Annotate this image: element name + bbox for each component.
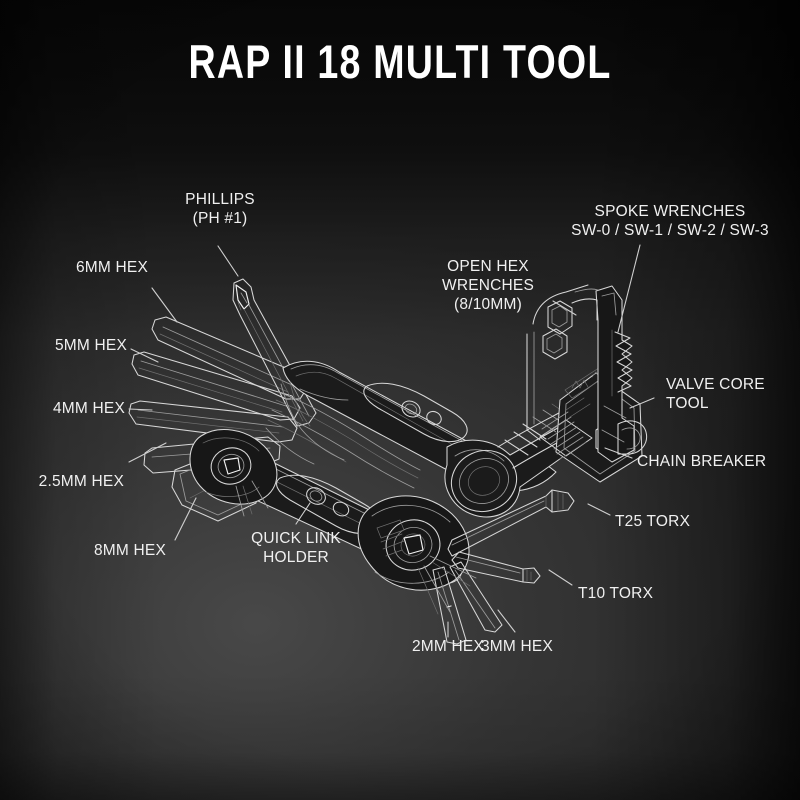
callout-hex-3mm-line1: 3MM HEX xyxy=(480,638,554,655)
callout-chain-breaker-line1: CHAIN BREAKER xyxy=(637,453,767,470)
hex-key-5mm-shape xyxy=(131,351,301,421)
callout-torx-t25-line1: T25 TORX xyxy=(615,513,691,530)
callout-hex-5mm-line1: 5MM HEX xyxy=(54,337,127,354)
leader-hex-3mm xyxy=(497,609,516,633)
callout-phillips: PHILLIPS (PH #1) xyxy=(120,190,320,228)
callout-hex-4mm: 4MM HEX xyxy=(0,399,125,418)
callout-phillips-line1: PHILLIPS xyxy=(185,191,255,208)
hex-key-4mm-shape xyxy=(128,400,298,443)
callout-open-hex: OPEN HEX WRENCHES (8/10MM) xyxy=(420,257,556,314)
leader-torx-t25 xyxy=(587,503,611,516)
callout-hex-6mm-line1: 6MM HEX xyxy=(75,259,148,276)
leader-hex-5mm xyxy=(130,348,159,363)
torx-t25-shape xyxy=(447,489,575,557)
left-pivot-hub xyxy=(189,429,278,505)
leader-chain-breaker xyxy=(604,447,633,459)
hex-key-3mm-shape xyxy=(449,561,503,633)
leader-hex-4mm xyxy=(128,408,153,411)
callout-hex-8mm-line1: 8MM HEX xyxy=(93,542,167,559)
leader-quick-link xyxy=(295,502,311,525)
hub-radiating-shafts xyxy=(417,555,477,615)
hex-key-2mm-shape xyxy=(432,566,467,645)
chain-breaker-screw xyxy=(539,411,593,460)
valve-core-tool-shape xyxy=(617,420,648,455)
callout-hex-2mm-line1: 2MM HEX xyxy=(411,638,485,655)
callout-torx-t10-line1: T10 TORX xyxy=(578,585,654,602)
callout-torx-t25: T25 TORX xyxy=(615,512,690,531)
leader-valve-core xyxy=(629,397,655,409)
callout-spoke-wrenches: SPOKE WRENCHES SW-0 / SW-1 / SW-2 / SW-3 xyxy=(540,202,800,240)
callout-hex-2mm: 2MM HEX xyxy=(368,637,528,656)
leader-hex-25mm xyxy=(128,442,167,463)
callout-hex-8mm: 8MM HEX xyxy=(50,541,210,560)
callout-hex-3mm: 3MM HEX xyxy=(437,637,597,656)
callout-hex-25mm: 2.5MM HEX xyxy=(0,472,124,491)
callout-hex-6mm: 6MM HEX xyxy=(0,258,148,277)
leader-torx-t10 xyxy=(548,569,573,586)
callout-open-hex-line2: WRENCHES xyxy=(441,277,535,294)
leader-hex-6mm xyxy=(151,287,178,323)
callout-quick-link: QUICK LINK HOLDER xyxy=(208,529,384,567)
callout-valve-core: VALVE CORE TOOL xyxy=(666,375,765,413)
callout-phillips-line2: (PH #1) xyxy=(192,210,248,227)
callout-chain-breaker: CHAIN BREAKER xyxy=(637,452,766,471)
callout-valve-core-line2: TOOL xyxy=(666,395,709,412)
callout-spoke-wrenches-line1: SPOKE WRENCHES xyxy=(594,203,746,220)
callout-hex-4mm-line1: 4MM HEX xyxy=(52,400,125,417)
callout-spoke-wrenches-line2: SW-0 / SW-1 / SW-2 / SW-3 xyxy=(571,222,769,239)
right-pivot-hub xyxy=(357,495,470,591)
leader-open-hex xyxy=(552,300,577,316)
leader-phillips xyxy=(217,245,239,277)
callout-hex-5mm: 5MM HEX xyxy=(0,336,127,355)
phillips-driver-shape xyxy=(232,278,317,427)
torx-t10-shape xyxy=(451,551,541,584)
page-title: RAP II 18 MULTI TOOL xyxy=(188,35,612,88)
callout-quick-link-line2: HOLDER xyxy=(263,549,329,566)
spoke-wrench-plate xyxy=(595,285,635,463)
callout-quick-link-line1: QUICK LINK xyxy=(251,530,341,547)
left-hub-shafts xyxy=(235,480,269,517)
callout-hex-25mm-line1: 2.5MM HEX xyxy=(38,473,124,490)
stacked-folded-plates xyxy=(265,381,421,489)
callout-open-hex-line3: (8/10MM) xyxy=(454,296,522,313)
leader-lines xyxy=(128,244,655,638)
callout-valve-core-line1: VALVE CORE xyxy=(666,376,765,393)
leader-hex-8mm xyxy=(174,497,197,541)
callout-torx-t10: T10 TORX xyxy=(578,584,653,603)
brand-mark xyxy=(376,519,405,557)
callout-open-hex-line1: OPEN HEX xyxy=(447,258,529,275)
leader-spoke xyxy=(617,244,641,333)
open-hex-wrench-shape xyxy=(526,284,599,441)
